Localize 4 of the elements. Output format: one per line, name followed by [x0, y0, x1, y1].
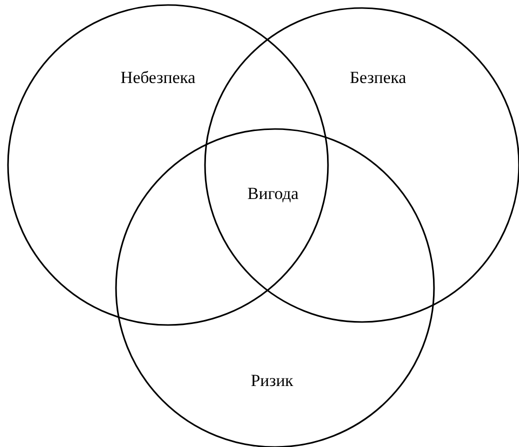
set-label: Ризик: [250, 371, 294, 391]
set-label: Небезпека: [120, 68, 196, 88]
intersection-label: Вигода: [247, 184, 299, 204]
set-label: Безпека: [350, 68, 406, 88]
